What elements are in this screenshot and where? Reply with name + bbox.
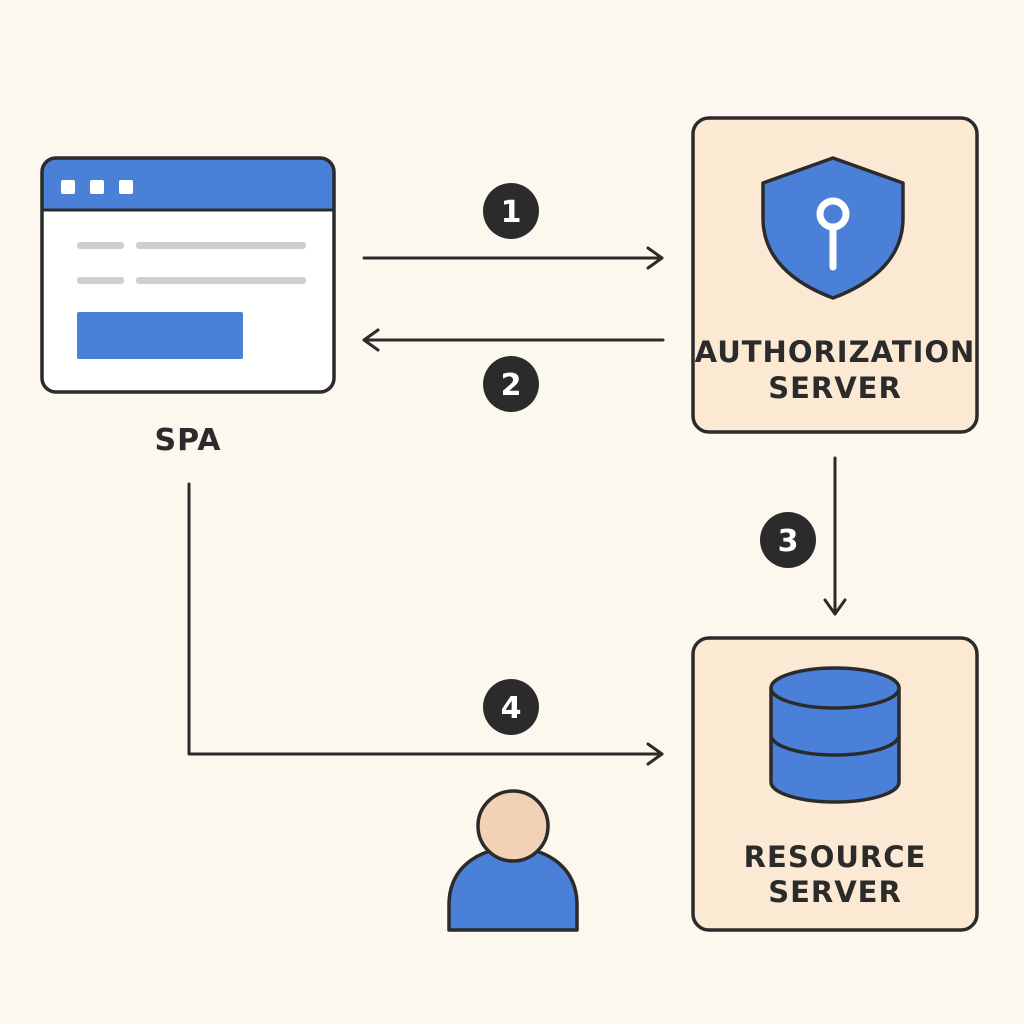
spa-label: SPA [154,423,221,458]
resource-server-label-line2: SERVER [768,875,902,909]
step-badge-3: 3 [760,512,816,568]
step-badge-4: 4 [483,679,539,735]
arrow-step-3 [823,456,847,616]
step-number: 3 [778,524,799,559]
placeholder-line [77,277,124,284]
placeholder-line [77,242,124,249]
step-number: 2 [501,368,522,403]
authorization-server-label-line2: SERVER [768,371,902,405]
authorization-server-label-line1: AUTHORIZATION [695,335,976,369]
arrow-step-2 [362,328,665,352]
shield-key-icon [761,156,905,300]
step-badge-2: 2 [483,356,539,412]
arrow-step-1 [362,246,664,270]
user-icon [447,789,579,932]
step-badge-1: 1 [483,183,539,239]
spa-window [40,156,336,394]
placeholder-line [136,242,306,249]
placeholder-line [136,277,306,284]
resource-server-label-line1: RESOURCE [744,840,927,874]
placeholder-button [77,312,243,359]
step-number: 4 [501,691,522,726]
resource-server: RESOURCE SERVER [691,636,979,932]
authorization-server: AUTHORIZATION SERVER [691,116,979,434]
database-icon [769,666,901,804]
step-number: 1 [501,195,522,230]
browser-window-icon [61,180,133,194]
arrow-step-4 [187,482,664,766]
